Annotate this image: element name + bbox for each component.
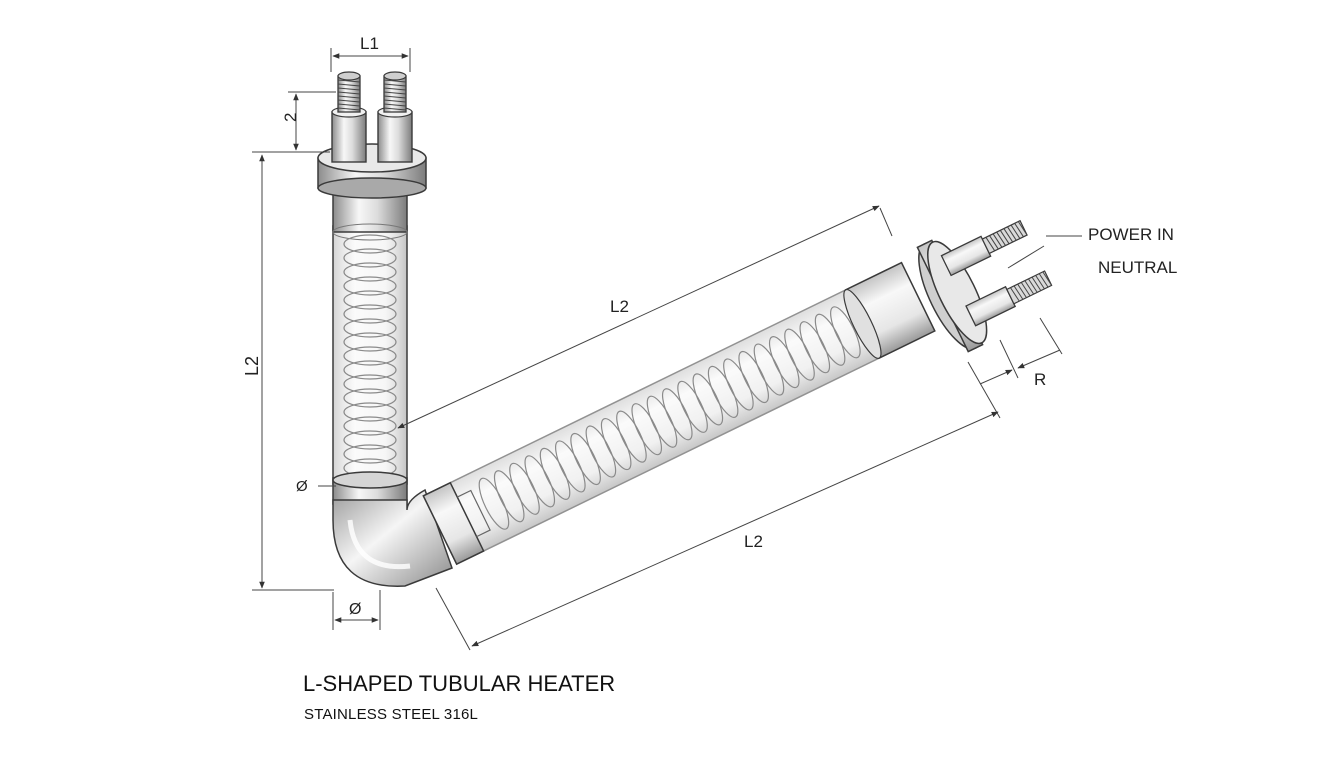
elbow-bend: [332, 488, 453, 587]
diagram-subtitle: STAINLESS STEEL 316L: [304, 706, 479, 723]
top-terminal-assembly: [317, 71, 427, 199]
label-l2-lower: L2: [744, 532, 763, 551]
label-dia-bottom: Ø: [349, 601, 361, 618]
vertical-heating-coil: [343, 234, 397, 478]
diagram-title: L-SHAPED TUBULAR HEATER: [303, 671, 616, 696]
dimension-lines: [252, 48, 1082, 651]
label-h2: 2: [281, 113, 300, 122]
right-terminal-assembly: [916, 219, 1053, 353]
l2-upper-dimension: [397, 205, 880, 429]
label-power-in: POWER IN: [1088, 225, 1174, 244]
label-neutral: NEUTRAL: [1098, 258, 1177, 277]
label-l2-vertical: L2: [242, 356, 262, 376]
label-l1: L1: [360, 34, 379, 53]
r-dimension: [1017, 349, 1061, 369]
vertical-leg: [332, 191, 408, 505]
diagonal-leg: [422, 261, 936, 566]
label-r: R: [1034, 370, 1046, 389]
l2-lower-dimension: [471, 411, 999, 647]
label-l2-upper: L2: [610, 297, 629, 316]
label-dia-side: Ø: [296, 478, 308, 495]
